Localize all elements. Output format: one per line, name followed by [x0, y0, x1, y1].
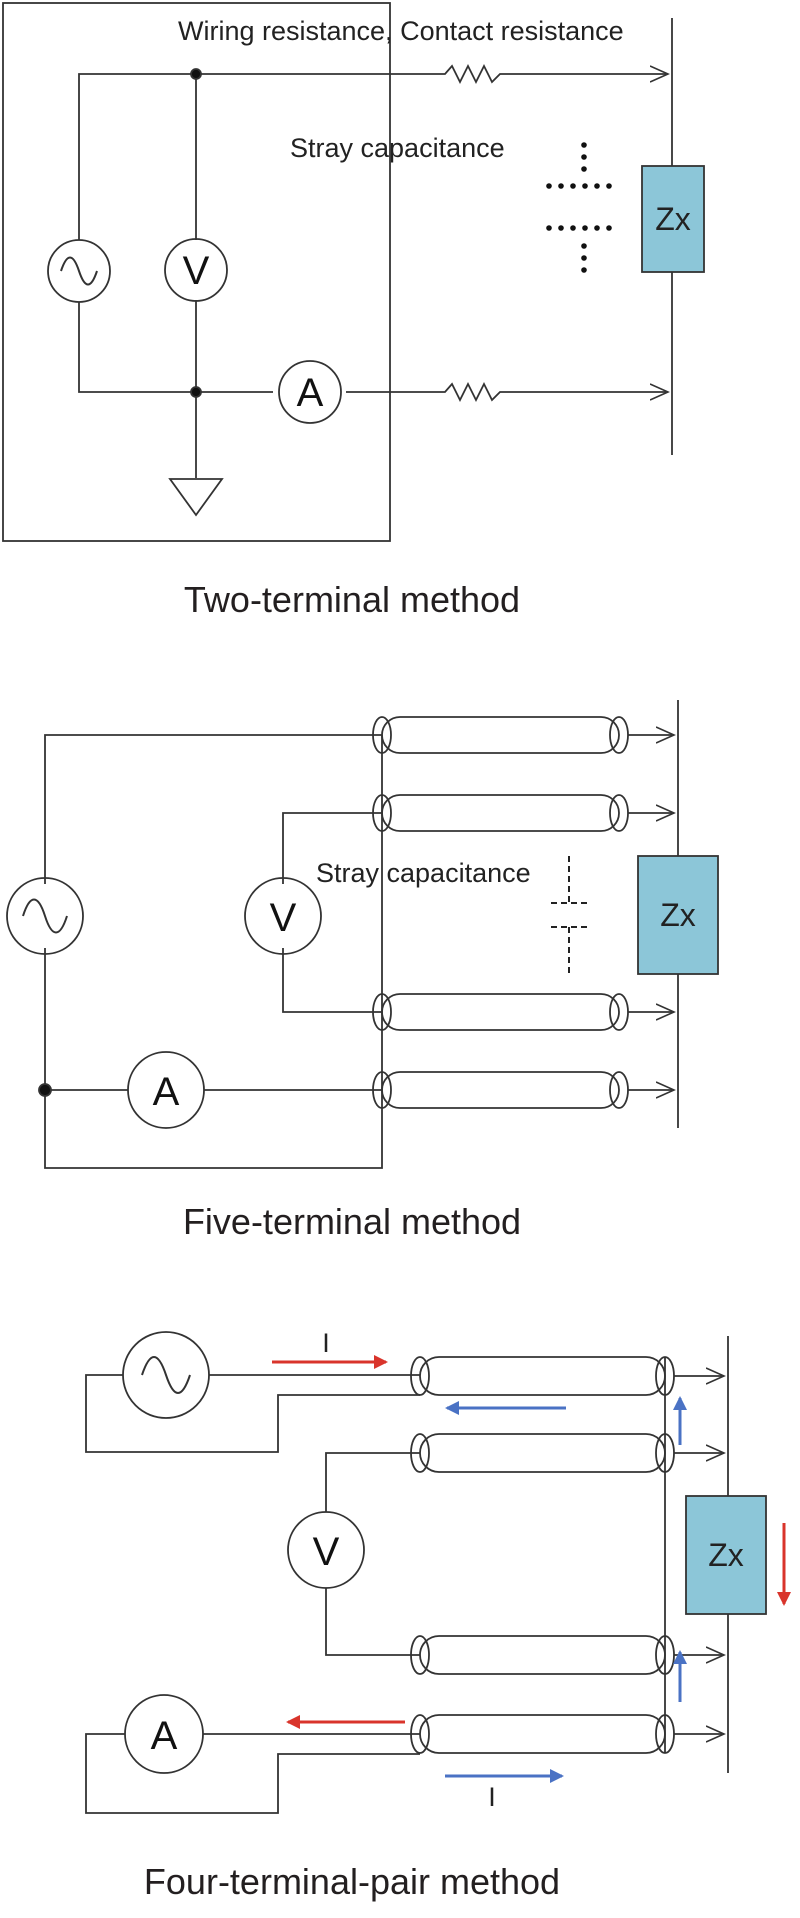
stray-capacitor-dashed	[551, 856, 589, 974]
wire	[44, 735, 383, 1169]
voltmeter-label: V	[183, 249, 210, 293]
junction-dot	[190, 386, 202, 398]
impedance-box	[641, 165, 705, 273]
ammeter	[127, 1051, 205, 1129]
impedance-box	[685, 1495, 767, 1615]
junction-dot	[38, 1083, 52, 1097]
ammeter-label: A	[151, 1714, 178, 1758]
ammeter	[278, 360, 342, 424]
impedance-label: Zx	[708, 1537, 744, 1573]
wire	[78, 73, 197, 240]
wire	[85, 1733, 420, 1814]
ammeter-label: A	[153, 1070, 180, 1114]
voltmeter-label: V	[313, 1530, 340, 1574]
voltmeter	[287, 1511, 365, 1589]
stray-capacitor-dotted	[546, 142, 612, 273]
wire	[78, 300, 197, 393]
coax-cable	[410, 1714, 675, 1754]
ground-symbol	[168, 478, 224, 517]
coax-cable	[410, 1635, 675, 1675]
impedance-box	[637, 855, 719, 975]
impedance-label: Zx	[660, 897, 696, 933]
wire	[325, 1452, 420, 1512]
stray-capacitance-label: Stray capacitance	[316, 858, 531, 888]
wire	[282, 812, 382, 884]
voltmeter	[244, 877, 322, 955]
sine-wave-icon	[22, 898, 68, 934]
instrument-box	[2, 2, 391, 542]
caption-two-terminal: Two-terminal method	[184, 579, 520, 620]
impedance-label: Zx	[655, 201, 691, 237]
four-terminal-pair-diagram	[85, 1331, 767, 1814]
bottom-lead-wire	[346, 381, 668, 403]
current-label-bottom: I	[488, 1782, 496, 1812]
current-label-top: I	[322, 1328, 330, 1358]
junction-dot	[190, 68, 202, 80]
coax-cable	[372, 794, 629, 832]
caption-four-terminal-pair: Four-terminal-pair method	[144, 1861, 560, 1902]
sine-wave-icon	[60, 256, 98, 286]
wiring-resistance-label: Wiring resistance, Contact resistance	[178, 16, 624, 46]
wire	[325, 1588, 420, 1656]
ac-source	[122, 1331, 210, 1419]
five-terminal-diagram	[6, 700, 719, 1169]
ac-source	[47, 239, 111, 303]
coax-cable	[372, 1071, 629, 1109]
caption-five-terminal: Five-terminal method	[183, 1201, 521, 1242]
wire	[282, 948, 382, 1013]
ammeter-label: A	[297, 371, 324, 415]
ammeter	[124, 1694, 204, 1774]
sine-wave-icon	[141, 1356, 191, 1394]
voltmeter	[164, 238, 228, 302]
voltmeter-label: V	[270, 896, 297, 940]
coax-cable	[410, 1433, 675, 1473]
stray-capacitance-label: Stray capacitance	[290, 133, 505, 163]
coax-cable	[372, 716, 629, 754]
two-terminal-diagram	[2, 2, 705, 542]
coax-cable	[410, 1356, 675, 1396]
ac-source	[6, 877, 84, 955]
wire	[85, 1374, 420, 1453]
coax-cable	[372, 993, 629, 1031]
current-flow-arrows	[272, 1355, 791, 1783]
top-lead-wire	[196, 63, 668, 85]
wire	[44, 734, 382, 884]
